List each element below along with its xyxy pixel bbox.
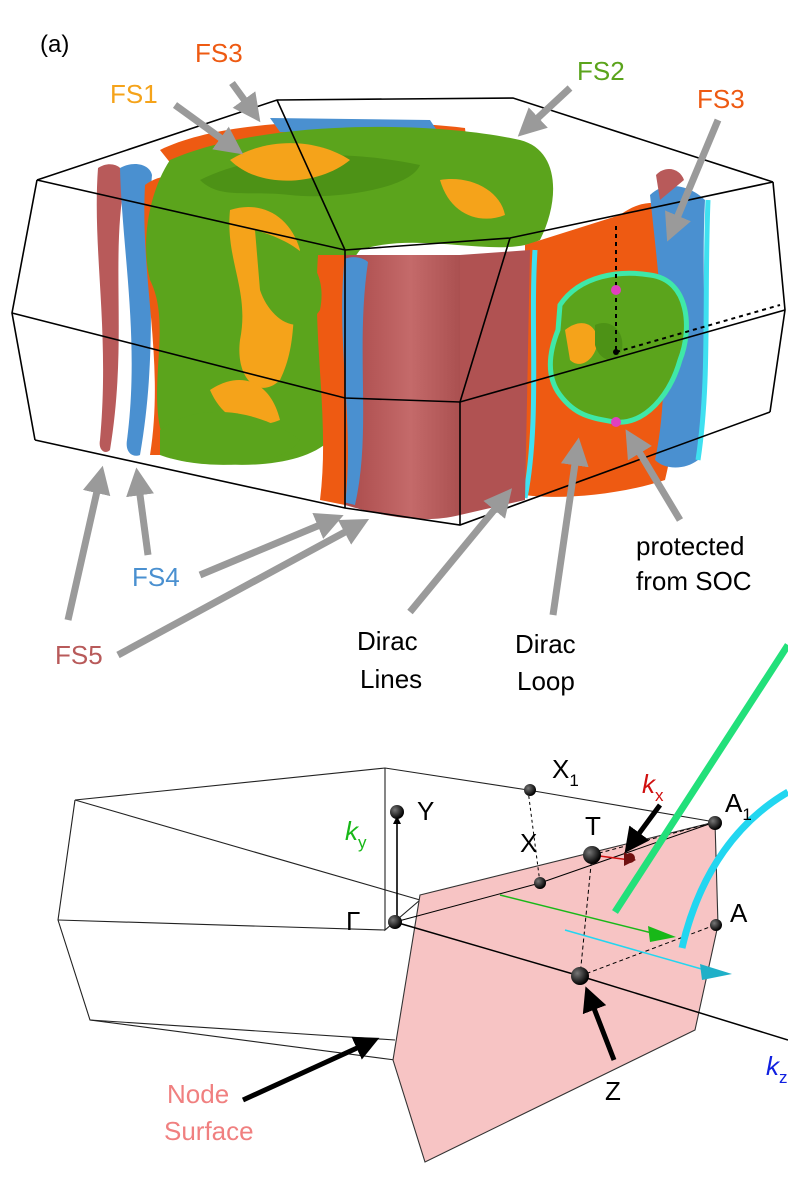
- fs4-left-strip: [120, 164, 152, 456]
- point-x1: [524, 784, 536, 796]
- point-a: [710, 919, 722, 931]
- label-x1: X1: [552, 754, 579, 790]
- label-gamma: Γ: [346, 906, 360, 936]
- protected-point-bottom: [611, 417, 621, 427]
- cyan-arrowhead: [700, 964, 732, 980]
- fs3-front-strip: [316, 255, 348, 505]
- node-surface-label-1: Node: [167, 1079, 229, 1109]
- arrow-fs5-a: [64, 465, 111, 621]
- label-z: Z: [605, 1076, 621, 1106]
- arrow-fs3-right: [665, 118, 722, 242]
- fs3-label-right: FS3: [697, 84, 745, 114]
- point-labels: Γ Y X1 X T A1 A Z: [346, 754, 752, 1106]
- label-kz: kz: [766, 1051, 788, 1087]
- label-x: X: [520, 828, 537, 858]
- green-arrowhead: [648, 926, 676, 942]
- callout-arrows: [64, 80, 722, 659]
- fs1-label: FS1: [110, 79, 158, 109]
- fs5-left-strip: [96, 164, 125, 452]
- arrow-fs2: [517, 85, 573, 137]
- arrow-dirac-loop: [549, 437, 589, 616]
- fs4-label: FS4: [132, 562, 180, 592]
- fs2-label: FS2: [577, 56, 625, 86]
- point-x: [534, 877, 546, 889]
- arrow-node-surface: [241, 1036, 380, 1103]
- fs5-front-pillar: [340, 255, 480, 520]
- dirac-loop-inner-fs1: [565, 323, 598, 364]
- fs2-mid-blob: [255, 230, 322, 325]
- brillouin-zone-wireframe: [57, 767, 716, 1061]
- symmetry-points: [388, 784, 722, 985]
- arrow-fs4: [126, 467, 154, 556]
- dirac-lines-label-2: Lines: [360, 664, 422, 694]
- fs3-label-left: FS3: [195, 38, 243, 68]
- black-arrows: [241, 803, 663, 1103]
- arrow-protected: [625, 429, 684, 522]
- dirac-loop-label-2: Loop: [517, 666, 575, 696]
- label-t: T: [585, 811, 601, 841]
- cyan-dirac-path: [678, 788, 788, 949]
- panel-label: (a): [40, 31, 69, 58]
- fs1-sheet-right: [440, 179, 505, 219]
- point-t: [583, 846, 601, 864]
- fs2-lower-blob: [160, 411, 300, 465]
- dirac-loop-center-guides: [611, 226, 781, 427]
- arrow-fs3-left: [229, 80, 261, 123]
- protected-label-2: from SOC: [636, 566, 752, 596]
- protected-point-top: [611, 285, 621, 295]
- fs5-front-pillar-right: [460, 250, 530, 515]
- node-surface-plane: [392, 821, 719, 1163]
- arrow-dirac-lines: [407, 488, 513, 615]
- green-dirac-path: [612, 643, 788, 914]
- label-a1: A1: [725, 788, 752, 824]
- arrow-fs5-b: [116, 518, 370, 659]
- label-a: A: [730, 898, 748, 928]
- node-surface-guides: [394, 789, 788, 1041]
- green-direction-line: [499, 894, 661, 936]
- fs5-right-tip: [656, 168, 684, 200]
- arrow-kx: [624, 803, 663, 854]
- dirac-loop-label-1: Dirac: [515, 629, 576, 659]
- label-kx: kx: [642, 769, 664, 805]
- point-y: [390, 805, 404, 819]
- point-kx-end: [625, 853, 635, 863]
- label-y: Y: [417, 796, 434, 826]
- protected-label-1: protected: [636, 531, 744, 561]
- fermi-surfaces: [96, 118, 711, 520]
- arrow-z: [582, 986, 617, 1061]
- fermi-surface-panel: (a): [11, 31, 786, 696]
- fermi-surface-labels: FS1 FS3 FS2 FS3 FS4 FS5 Dirac Lines Dira…: [55, 38, 752, 696]
- dirac-line-left: [522, 249, 538, 499]
- dirac-line-right: [695, 199, 711, 461]
- fs1-sheet-top: [230, 143, 350, 181]
- arrow-fs1: [172, 102, 244, 155]
- node-surface-label-2: Surface: [164, 1116, 254, 1146]
- point-a1: [708, 816, 722, 830]
- dirac-lines-label-1: Dirac: [357, 626, 418, 656]
- arrow-fs4-b: [198, 513, 344, 579]
- brillouin-zone-box-front: [11, 99, 786, 526]
- node-surface-panel: Γ Y X1 X T A1 A Z kx ky kz Node Surface: [57, 643, 788, 1163]
- cyan-direction-line: [564, 929, 713, 973]
- point-gamma: [388, 915, 402, 929]
- point-z: [571, 967, 589, 985]
- axis-labels: kx ky kz: [345, 769, 788, 1087]
- label-ky: ky: [345, 816, 367, 852]
- fs5-label: FS5: [55, 640, 103, 670]
